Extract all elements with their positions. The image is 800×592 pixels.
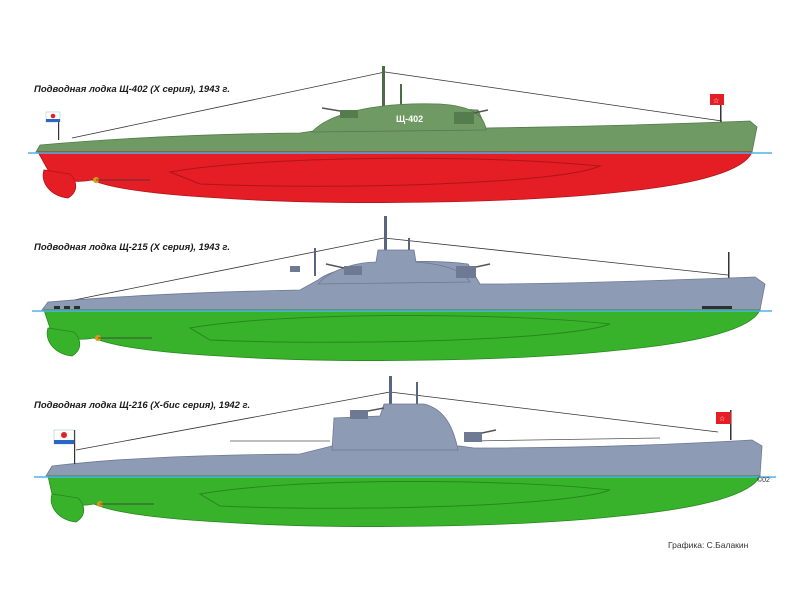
- rudder: [46, 327, 81, 357]
- red-banner-flag: ☆: [716, 410, 732, 440]
- deck-gun: [464, 432, 482, 442]
- gun-barrel: [475, 263, 491, 268]
- rudder: [50, 493, 85, 523]
- periscope-mast: [384, 216, 387, 270]
- periscope-mast: [382, 66, 385, 112]
- caption-shch-402: Подводная лодка Щ-402 (Х серия), 1943 г.: [34, 84, 230, 95]
- svg-text:☆: ☆: [713, 97, 719, 105]
- hull-number: Щ-402: [396, 114, 423, 124]
- deck-gun: [340, 110, 358, 118]
- antenna-wire: [384, 71, 723, 122]
- graphics-credit: Графика: С.Балакин: [668, 540, 749, 550]
- keel-contour: [168, 157, 602, 187]
- underwater-hull: [43, 309, 761, 361]
- keel-contour: [198, 480, 611, 509]
- aa-gun: [290, 266, 300, 272]
- deck-gun: [456, 266, 476, 278]
- deck-gun: [454, 112, 474, 124]
- upper-hull: [45, 439, 763, 477]
- gun-barrel: [321, 107, 341, 112]
- conning-tower: [311, 103, 487, 133]
- deck-gun: [350, 410, 368, 419]
- gun-barrel: [367, 407, 385, 412]
- antenna-wire: [383, 237, 729, 276]
- submarine-shch-216: ☆ ©02: [34, 376, 776, 527]
- antenna-wire: [75, 391, 391, 451]
- gun-barrel: [325, 263, 345, 269]
- underwater-hull: [37, 151, 753, 203]
- antenna-wire: [389, 391, 719, 433]
- deck-rail: [469, 437, 661, 442]
- deck-gun: [344, 266, 362, 275]
- submarine-shch-402: Щ-402 ☆: [28, 66, 772, 203]
- naval-jack-flag: [45, 111, 61, 140]
- antenna-wire: [71, 71, 386, 139]
- stern-flood-holes: [54, 306, 80, 309]
- artist-mark: ©02: [757, 476, 770, 484]
- flag-staff: [728, 252, 730, 278]
- gun-barrel: [481, 429, 497, 434]
- underwater-hull: [47, 475, 761, 527]
- flag-staff: [720, 104, 722, 126]
- periscope-mast: [389, 376, 392, 426]
- submarine-shch-215: [32, 216, 772, 361]
- keel-contour: [188, 314, 611, 343]
- naval-jack-flag: [53, 429, 76, 464]
- antenna-wire: [73, 237, 385, 301]
- aa-mast: [314, 248, 316, 276]
- caption-shch-215: Подводная лодка Щ-215 (Х серия), 1943 г.: [34, 242, 230, 253]
- svg-text:☆: ☆: [719, 415, 725, 423]
- caption-shch-216: Подводная лодка Щ-216 (Х-бис серия), 194…: [34, 400, 250, 411]
- periscope-mast: [400, 84, 402, 112]
- rudder: [42, 169, 77, 199]
- gun-barrel: [473, 109, 489, 114]
- red-banner-flag: ☆: [710, 94, 724, 105]
